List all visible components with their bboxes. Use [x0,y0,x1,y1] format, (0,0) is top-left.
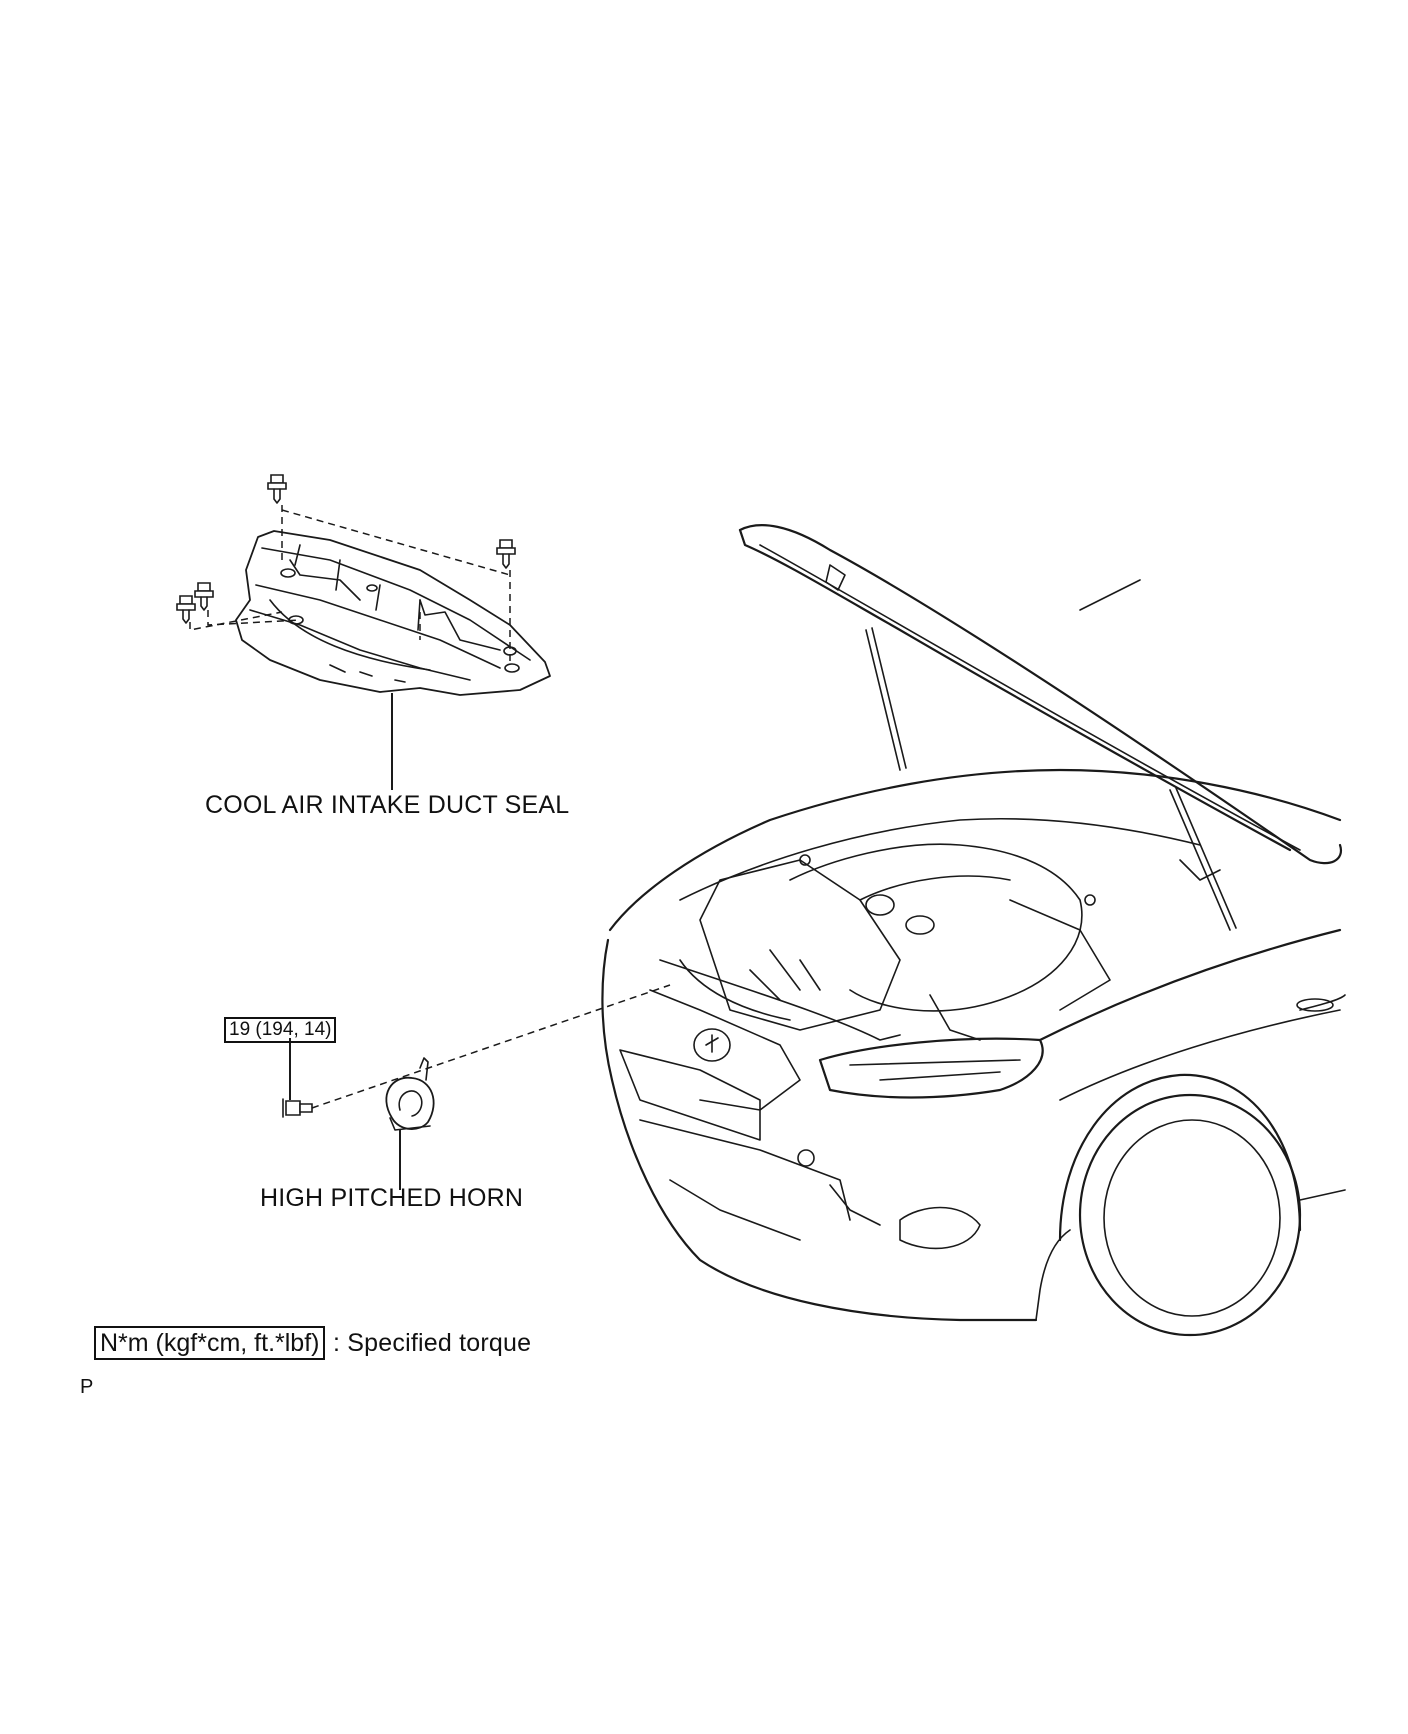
horn-install-line [311,984,671,1109]
horn-mounting-bolt [282,1098,313,1118]
high-pitched-horn-part [385,1057,435,1131]
legend-unit-box: N*m (kgf*cm, ft.*lbf) [94,1326,326,1360]
torque-value-box: 19 (194, 14) [224,1017,337,1043]
legend-description: : Specified torque [333,1329,532,1357]
duct-seal-clip-right [496,539,516,569]
high-pitched-horn-label: HIGH PITCHED HORN [260,1184,524,1212]
vehicle-front-illustration [601,524,1346,1337]
duct-seal-clip-top [267,474,287,504]
duct-seal-install-lines [189,505,511,665]
duct-seal-clip-left-a [194,582,214,611]
page-code: P [80,1376,94,1398]
duct-seal-clip-left-b [176,595,196,624]
cool-air-intake-duct-seal-label: COOL AIR INTAKE DUCT SEAL [205,791,570,819]
